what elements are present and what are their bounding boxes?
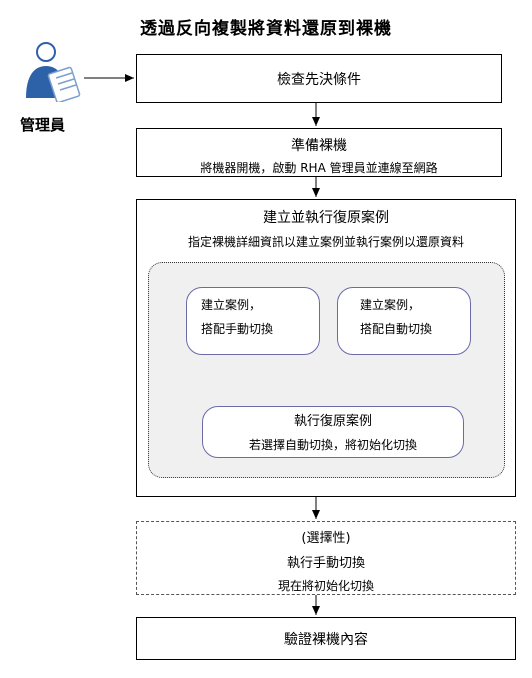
substep-auto-switchover: 建立案例， 搭配自動切換 [337,287,471,355]
step-optional-manual-switchover: (選擇性) 執行手動切換 現在將初始化切換 [136,521,516,595]
diagram-title: 透過反向複製將資料還原到裸機 [140,19,392,39]
substep-subtitle: 若選擇自動切換，將初始化切換 [248,438,417,452]
step-prepare-bare-metal: 準備裸機 將機器開機，啟動 RHA 管理員並連線至網路 [136,128,502,177]
step-title: 建立並執行復原案例 [263,210,389,226]
step-title: 檢查先決條件 [277,72,361,88]
substep-title: 執行復原案例 [293,414,372,429]
substep-line1: 建立案例， [360,298,421,312]
step-title: 驗證裸機內容 [284,632,368,648]
administrator-icon [26,42,81,102]
substep-line2: 搭配自動切換 [360,322,433,336]
substep-manual-switchover: 建立案例， 搭配手動切換 [186,287,320,355]
administrator-actor: 管理員 [16,40,84,134]
step-check-prerequisites: 檢查先決條件 [136,54,502,103]
step-title: 準備裸機 [291,138,347,154]
step-subtitle: 將機器開機，啟動 RHA 管理員並連線至網路 [200,161,438,175]
actor-label: 管理員 [20,116,66,134]
substep-run-recovery-scenario: 執行復原案例 若選擇自動切換，將初始化切換 [202,406,464,458]
substep-line2: 搭配手動切換 [201,322,274,336]
substep-line1: 建立案例， [201,298,262,312]
step-optional-label: (選擇性) [301,531,351,546]
step-subtitle: 指定裸機詳細資訊以建立案例並執行案例以還原資料 [187,235,464,249]
step-title: 執行手動切換 [286,556,365,571]
step-subtitle: 現在將初始化切換 [277,579,374,593]
step-verify-bare-metal-content: 驗證裸機內容 [136,617,516,660]
